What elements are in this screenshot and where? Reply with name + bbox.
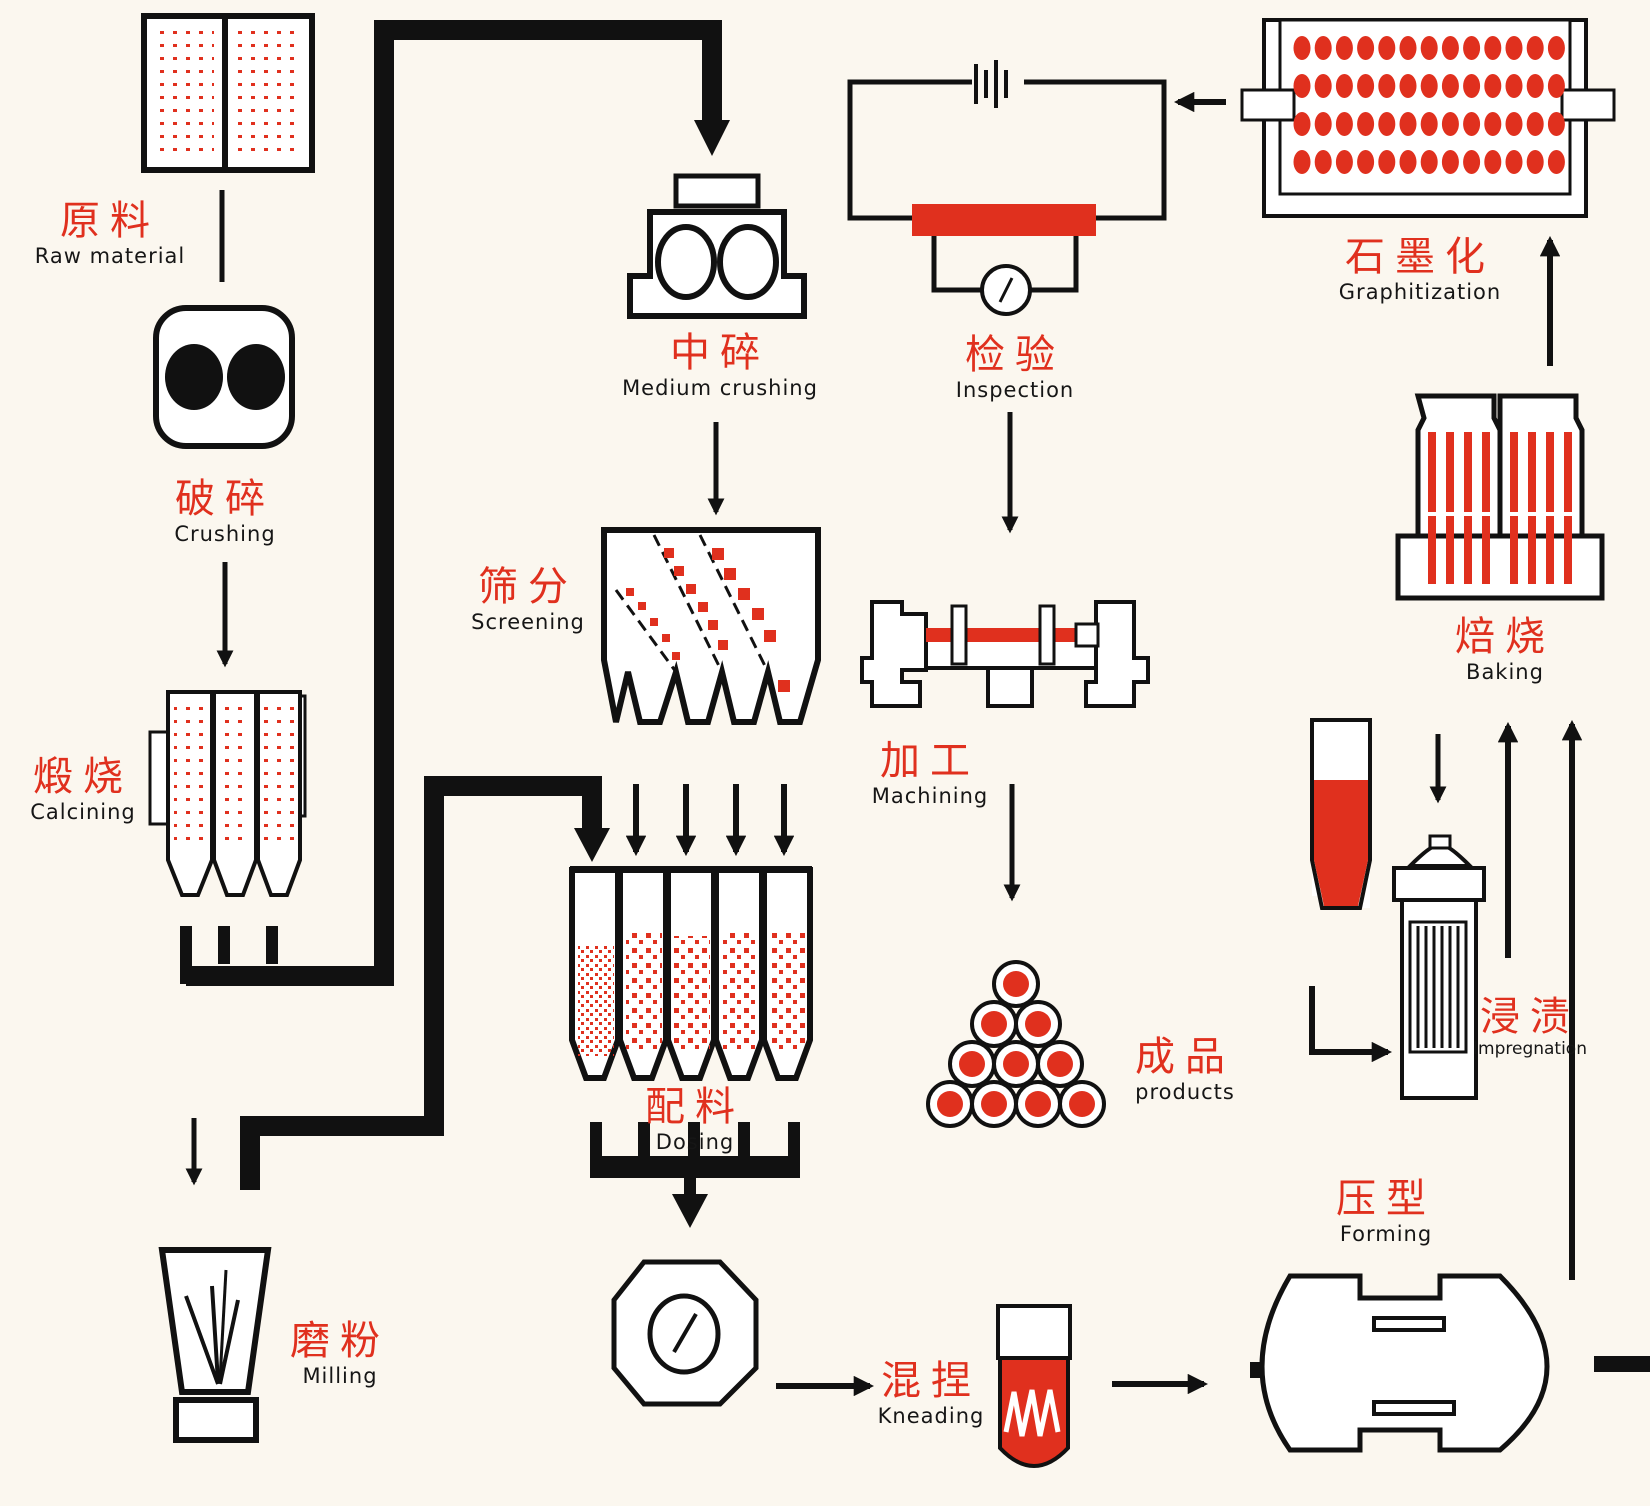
conveyor-pipe (240, 776, 610, 1190)
electrode-dot (1293, 112, 1311, 136)
product-electrode-core (981, 1011, 1007, 1037)
electrode-dot (1441, 112, 1459, 136)
inspection-circuit-icon (847, 60, 1167, 316)
conveyor-pipe (180, 20, 730, 986)
electrode-dot (1505, 36, 1523, 60)
weighing-gauge-icon (611, 1259, 759, 1407)
electrode-dot (1526, 74, 1544, 98)
electrode-dot (1441, 74, 1459, 98)
product-electrode-core (937, 1091, 963, 1117)
electrode-dot (1420, 36, 1438, 60)
electrode-dot (1420, 74, 1438, 98)
product-electrode-core (1003, 971, 1029, 997)
electrode-dot (1484, 36, 1502, 60)
electrode-dot (1463, 112, 1481, 136)
electrode-dot (1505, 74, 1523, 98)
electrode-dot (1441, 36, 1459, 60)
raw-material-icon (141, 13, 315, 173)
product-electrode-core (1003, 1051, 1029, 1077)
screening-icon (601, 527, 821, 725)
electrode-dot (1484, 112, 1502, 136)
electrode-dot (1526, 150, 1544, 174)
electrode-dot (1399, 112, 1417, 136)
electrode-dot (1378, 36, 1396, 60)
electrode-dot (1399, 36, 1417, 60)
product-electrode-core (1025, 1091, 1051, 1117)
electrode-dot (1335, 112, 1353, 136)
electrode-dot (1314, 74, 1332, 98)
electrode-dot (1357, 112, 1375, 136)
kneading-icon (996, 1304, 1072, 1468)
electrode-dot (1378, 74, 1396, 98)
electrode-dot (1357, 74, 1375, 98)
crushing-icon (153, 305, 295, 449)
electrode-dot (1526, 112, 1544, 136)
electrode-dot (1335, 74, 1353, 98)
product-electrode-core (959, 1051, 985, 1077)
electrode-dot (1378, 112, 1396, 136)
electrode-dot (1314, 150, 1332, 174)
electrode-dot (1463, 150, 1481, 174)
dosing-icon (569, 866, 813, 1081)
product-electrode-core (1047, 1051, 1073, 1077)
electrode-dot (1547, 74, 1565, 98)
electrode-dot (1463, 36, 1481, 60)
electrode-dot (1357, 150, 1375, 174)
electrode-dot (1441, 150, 1459, 174)
calcining-icon (148, 690, 307, 897)
forming-press-icon (1250, 1273, 1650, 1453)
electrode-dot (1357, 36, 1375, 60)
electrode-dot (1463, 74, 1481, 98)
product-electrode-core (1069, 1091, 1095, 1117)
impregnation-autoclave-icon (1392, 834, 1486, 1100)
electrode-dot (1420, 150, 1438, 174)
electrode-dot (1547, 36, 1565, 60)
flow-arrow (1309, 986, 1393, 1063)
dosing-collector (590, 1122, 800, 1228)
electrode-dot (1399, 150, 1417, 174)
electrode-dot (1335, 150, 1353, 174)
electrode-dot (1505, 150, 1523, 174)
electrode-dot (1293, 36, 1311, 60)
electrode-dot (1399, 74, 1417, 98)
electrode-dot (1484, 150, 1502, 174)
electrode-dot (1378, 150, 1396, 174)
electrode-dot (1293, 74, 1311, 98)
milling-icon (158, 1247, 272, 1443)
medium-crushing-icon (627, 173, 807, 319)
electrode-dot (1505, 112, 1523, 136)
products-icon (926, 960, 1106, 1128)
product-electrode-core (1025, 1011, 1051, 1037)
electrode-dot (1547, 112, 1565, 136)
product-electrode-core (981, 1091, 1007, 1117)
electrode-dot (1293, 150, 1311, 174)
impregnation-pitch-tank-icon (1310, 718, 1372, 910)
graphitization-electrodes (1293, 36, 1565, 174)
baking-furnace-icon (1395, 393, 1605, 601)
electrode-dot (1526, 36, 1544, 60)
machining-lathe-icon (860, 600, 1150, 708)
electrode-dot (1484, 74, 1502, 98)
electrode-dot (1420, 112, 1438, 136)
electrode-dot (1314, 112, 1332, 136)
electrode-dot (1335, 36, 1353, 60)
electrode-dot (1314, 36, 1332, 60)
electrode-dot (1547, 150, 1565, 174)
